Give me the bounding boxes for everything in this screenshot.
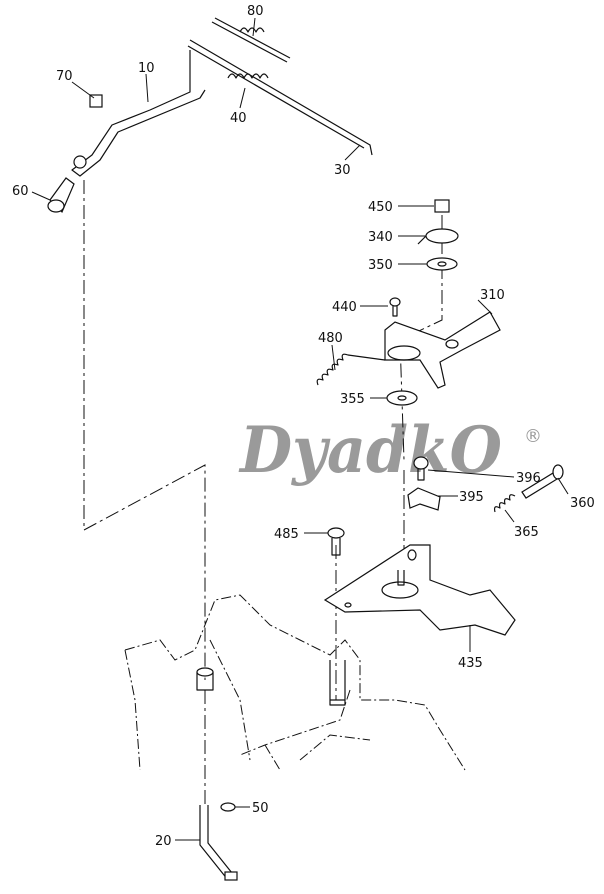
engine-boss-top (196, 667, 214, 677)
callout-365: 365 (514, 525, 539, 540)
callout-80: 80 (247, 4, 264, 19)
part-435-bracket (323, 544, 516, 636)
part-480-spring (316, 353, 386, 386)
callout-310: 310 (480, 288, 505, 303)
callout-labels: 80 70 10 40 30 60 450 340 350 440 310 48… (12, 4, 595, 849)
callout-40: 40 (230, 111, 247, 126)
callout-355: 355 (340, 392, 365, 407)
callout-350: 350 (368, 258, 393, 273)
part-310-lever (384, 311, 501, 389)
part-360-bolt (521, 464, 564, 499)
part-365-spring (493, 494, 516, 513)
engine-outline (124, 594, 466, 771)
callout-10: 10 (138, 61, 155, 76)
callout-435: 435 (458, 656, 483, 671)
leader-lines (31, 17, 569, 841)
part-40-spring (227, 73, 269, 79)
callout-30: 30 (334, 163, 351, 178)
callout-340: 340 (368, 230, 393, 245)
linkage-centerline (83, 180, 206, 680)
callout-360: 360 (570, 496, 595, 511)
part-70-clip (89, 94, 103, 108)
part-350-washer (426, 257, 458, 271)
watermark-text: DyadkO (238, 413, 502, 488)
watermark-logo: DyadkO ® (238, 413, 542, 488)
callout-450: 450 (368, 200, 393, 215)
callout-70: 70 (56, 69, 73, 84)
part-450-nut (434, 199, 450, 213)
callout-395: 395 (459, 490, 484, 505)
part-60-bolt (47, 177, 75, 214)
part-395-clip (407, 487, 441, 511)
part-355-washer (386, 390, 418, 406)
part-440-screw (389, 297, 401, 317)
part-50-clip (220, 802, 236, 812)
part-10-lever (71, 50, 206, 177)
part-396-screw (413, 456, 429, 481)
callout-485: 485 (274, 527, 299, 542)
engine-boss (196, 660, 346, 706)
callout-50: 50 (252, 801, 269, 816)
callout-480: 480 (318, 331, 343, 346)
callout-396: 396 (516, 471, 541, 486)
part-80-spring (211, 17, 291, 63)
callout-440: 440 (332, 300, 357, 315)
callout-60: 60 (12, 184, 29, 199)
callout-20: 20 (155, 834, 172, 849)
part-30-rod (187, 39, 373, 156)
part-20-rod (199, 805, 238, 881)
registered-mark: ® (524, 426, 542, 447)
